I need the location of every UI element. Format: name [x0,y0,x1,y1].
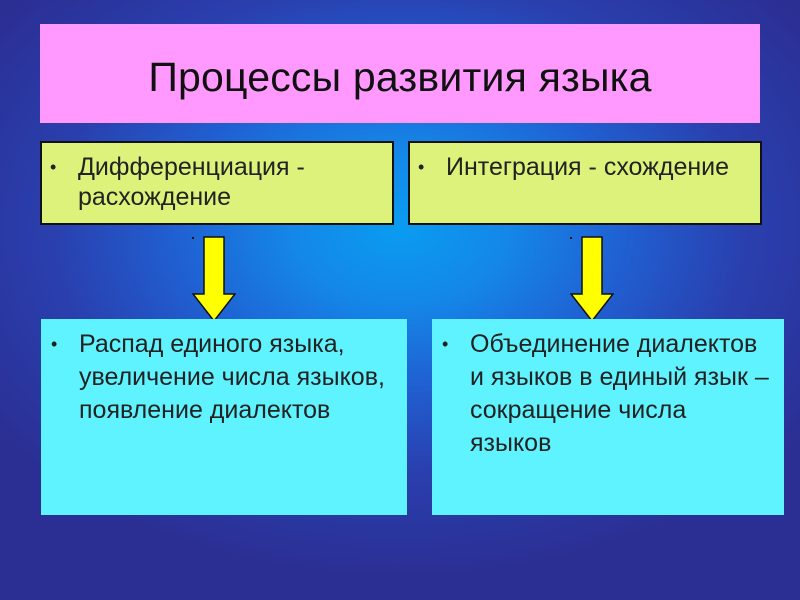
down-arrow-icon [570,236,614,322]
bullet-icon: • [418,157,425,177]
differentiation-box: • Дифференциация - расхождение [40,141,394,225]
bullet-icon: • [442,334,449,354]
unification-text: Объединение диалектов и языков в единый … [470,330,769,457]
bullet-icon: • [51,334,58,354]
unification-box: • Объединение диалектов и языков в едины… [432,319,784,515]
title-box: Процессы развития языка [40,24,760,123]
decorative-dot [570,237,572,239]
integration-box: • Интеграция - схождение [408,141,762,225]
breakup-box: • Распад единого языка, увеличение числа… [41,319,407,515]
unification-bullet-line: • Объединение диалектов и языков в едины… [442,328,774,460]
integration-bullet-line: • Интеграция - схождение [418,152,750,182]
breakup-text: Распад единого языка, увеличение числа я… [79,330,385,424]
differentiation-text: Дифференциация - расхождение [78,153,305,211]
down-arrow-icon [192,236,236,322]
breakup-bullet-line: • Распад единого языка, увеличение числа… [51,328,397,427]
differentiation-bullet-line: • Дифференциация - расхождение [50,152,382,212]
integration-text: Интеграция - схождение [446,153,730,181]
decorative-dot [192,237,194,239]
slide-title: Процессы развития языка [148,54,652,100]
bullet-icon: • [50,157,57,177]
